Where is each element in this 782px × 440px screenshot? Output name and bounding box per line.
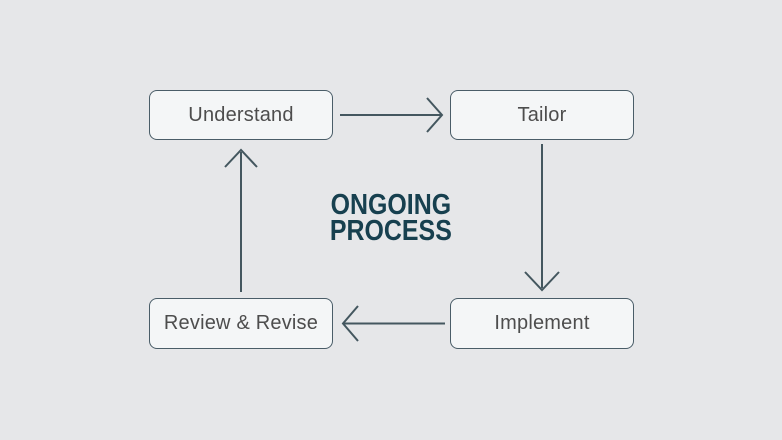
node-tailor: Tailor <box>450 90 634 140</box>
node-review-revise: Review & Revise <box>149 298 333 349</box>
node-implement-label: Implement <box>494 312 590 334</box>
arrow-left-icon <box>341 305 445 342</box>
diagram-title: ONGOING PROCESS <box>55 189 728 247</box>
node-tailor-label: Tailor <box>517 103 567 126</box>
node-review-revise-label: Review & Revise <box>163 312 319 334</box>
arrow-right-icon <box>340 97 444 133</box>
diagram-title-line1: ONGOING <box>330 189 452 221</box>
node-understand-label: Understand <box>188 103 294 126</box>
node-understand: Understand <box>149 90 333 140</box>
node-implement: Implement <box>450 298 634 349</box>
diagram-title-line2: PROCESS <box>329 215 452 247</box>
